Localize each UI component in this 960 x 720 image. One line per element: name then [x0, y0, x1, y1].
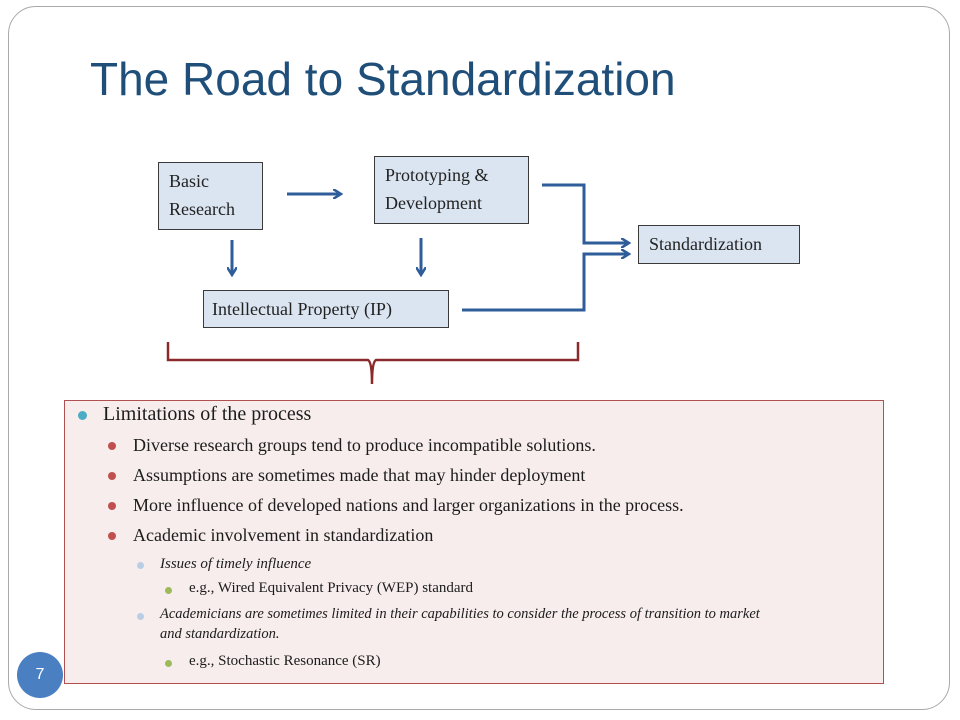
bullet-dot [137, 562, 144, 569]
basic-research-line2: Research [169, 199, 235, 219]
standardization-box: Standardization [638, 225, 800, 264]
standardization-label: Standardization [649, 234, 762, 254]
ip-label: Intellectual Property (IP) [212, 299, 392, 319]
limitation-item: Diverse research groups tend to produce … [133, 435, 596, 455]
bullet-dot [165, 660, 172, 667]
example-item: e.g., Wired Equivalent Privacy (WEP) sta… [189, 580, 474, 596]
basic-research-line1: Basic [169, 171, 209, 191]
bullet-dot [108, 472, 116, 480]
bullet-dot [137, 613, 144, 620]
arrow-ip-to-std [462, 254, 628, 312]
page-number-badge: 7 [17, 652, 63, 698]
limitations-panel: Limitations of the process Diverse resea… [64, 400, 884, 684]
limitation-item: Assumptions are sometimes made that may … [133, 465, 586, 485]
ip-box: Intellectual Property (IP) [203, 290, 449, 328]
slide-title: The Road to Standardization [90, 53, 676, 105]
bullet-dot [108, 532, 116, 540]
bullet-dot [108, 502, 116, 510]
prototyping-line2: Development [385, 193, 482, 213]
bullet-dot [165, 587, 172, 594]
limitation-item: Academic involvement in standardization [133, 525, 434, 545]
arrow-proto-to-std [542, 183, 628, 243]
sub-item-line1: Academicians are sometimes limited in th… [160, 606, 760, 622]
sub-item-line2: and standardization. [160, 626, 280, 642]
bullet-dot [78, 411, 87, 420]
limitations-heading: Limitations of the process [103, 403, 312, 425]
example-item: e.g., Stochastic Resonance (SR) [189, 653, 381, 669]
prototyping-line1: Prototyping & [385, 165, 489, 185]
bullet-dot [108, 442, 116, 450]
sub-item: Issues of timely influence [160, 556, 312, 572]
prototyping-box: Prototyping & Development [374, 156, 529, 224]
basic-research-box: Basic Research [158, 162, 263, 230]
limitation-item: More influence of developed nations and … [133, 495, 684, 515]
grouping-brace [166, 342, 580, 385]
